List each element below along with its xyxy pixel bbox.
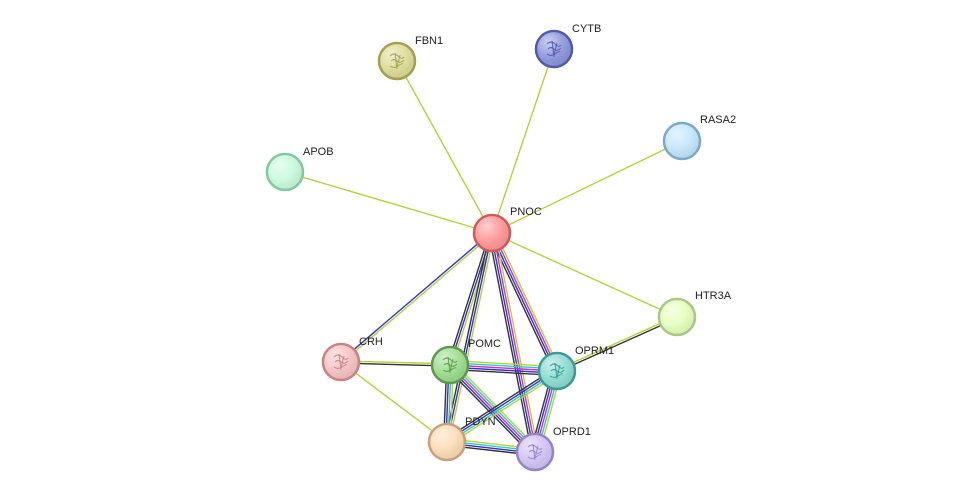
edges-layer: [284, 48, 683, 456]
edge-evidence-line: [492, 232, 537, 452]
node-label: CRH: [359, 336, 383, 348]
node-label: POMC: [468, 338, 501, 350]
edge-crh-pdyn[interactable]: [340, 361, 448, 443]
node-pdyn[interactable]: PDYN: [427, 416, 496, 462]
edge-evidence-line: [490, 233, 535, 453]
edge-evidence-line: [556, 315, 677, 371]
protein-structure-icon: [527, 443, 543, 461]
edge-pnoc-apob[interactable]: [284, 171, 493, 234]
edge-evidence-line: [341, 233, 494, 364]
node-label: FBN1: [415, 35, 443, 47]
node-highlight: [475, 216, 509, 250]
node-highlight: [665, 124, 699, 158]
edge-evidence-line: [490, 233, 557, 372]
node-highlight: [268, 155, 302, 189]
node-pnoc[interactable]: PNOC: [472, 206, 542, 253]
node-oprm1[interactable]: OPRM1: [537, 345, 614, 391]
node-label: HTR3A: [695, 290, 732, 302]
node-oprd1[interactable]: OPRD1: [515, 426, 591, 472]
edge-evidence-line: [447, 371, 558, 444]
node-highlight: [430, 425, 464, 459]
node-apob[interactable]: APOB: [265, 146, 334, 192]
node-pomc[interactable]: POMC: [430, 338, 501, 385]
edge-evidence-line: [488, 234, 555, 373]
node-label: APOB: [303, 146, 334, 158]
edge-evidence-line: [284, 171, 493, 234]
edge-evidence-line: [488, 233, 533, 453]
edge-evidence-line: [494, 232, 539, 452]
node-rasa2[interactable]: RASA2: [662, 114, 736, 161]
node-highlight: [660, 300, 694, 334]
node-label: RASA2: [700, 114, 736, 126]
edge-evidence-line: [446, 367, 533, 456]
node-label: OPRM1: [575, 345, 614, 357]
edge-pnoc-htr3a[interactable]: [491, 232, 678, 318]
edge-evidence-line: [448, 233, 495, 443]
protein-structure-icon: [546, 40, 562, 58]
edge-pnoc-oprd1[interactable]: [488, 232, 539, 453]
edge-pnoc-cytb[interactable]: [491, 48, 555, 234]
node-htr3a[interactable]: HTR3A: [657, 290, 732, 337]
edge-evidence-line: [446, 232, 493, 443]
edge-pnoc-fbn1[interactable]: [396, 60, 493, 234]
node-label: OPRD1: [553, 426, 591, 438]
edge-oprm1-pdyn[interactable]: [444, 367, 560, 446]
edge-evidence-line: [491, 140, 683, 234]
node-label: CYTB: [572, 23, 601, 35]
edge-evidence-line: [448, 373, 560, 446]
edge-evidence-line: [444, 367, 556, 440]
edge-evidence-line: [396, 60, 493, 234]
edge-evidence-line: [452, 361, 539, 450]
node-label: PNOC: [510, 206, 542, 218]
node-cytb[interactable]: CYTB: [534, 23, 601, 69]
edge-evidence-line: [492, 232, 559, 371]
edge-pnoc-crh[interactable]: [339, 231, 494, 364]
edge-pnoc-rasa2[interactable]: [491, 140, 683, 234]
edge-evidence-line: [491, 48, 555, 234]
edge-evidence-line: [340, 361, 448, 443]
edge-oprm1-htr3a[interactable]: [556, 315, 678, 373]
edge-evidence-line: [491, 232, 678, 318]
edge-evidence-line: [557, 317, 678, 373]
node-fbn1[interactable]: FBN1: [377, 35, 443, 81]
protein-structure-icon: [389, 52, 405, 70]
protein-structure-icon: [333, 353, 349, 371]
edge-evidence-line: [447, 232, 491, 365]
node-label: PDYN: [465, 416, 496, 428]
protein-structure-icon: [549, 362, 565, 380]
edge-evidence-line: [494, 231, 561, 370]
edge-evidence-line: [339, 231, 492, 362]
node-crh[interactable]: CRH: [321, 336, 383, 382]
edge-evidence-line: [446, 369, 557, 442]
protein-structure-icon: [442, 356, 458, 374]
